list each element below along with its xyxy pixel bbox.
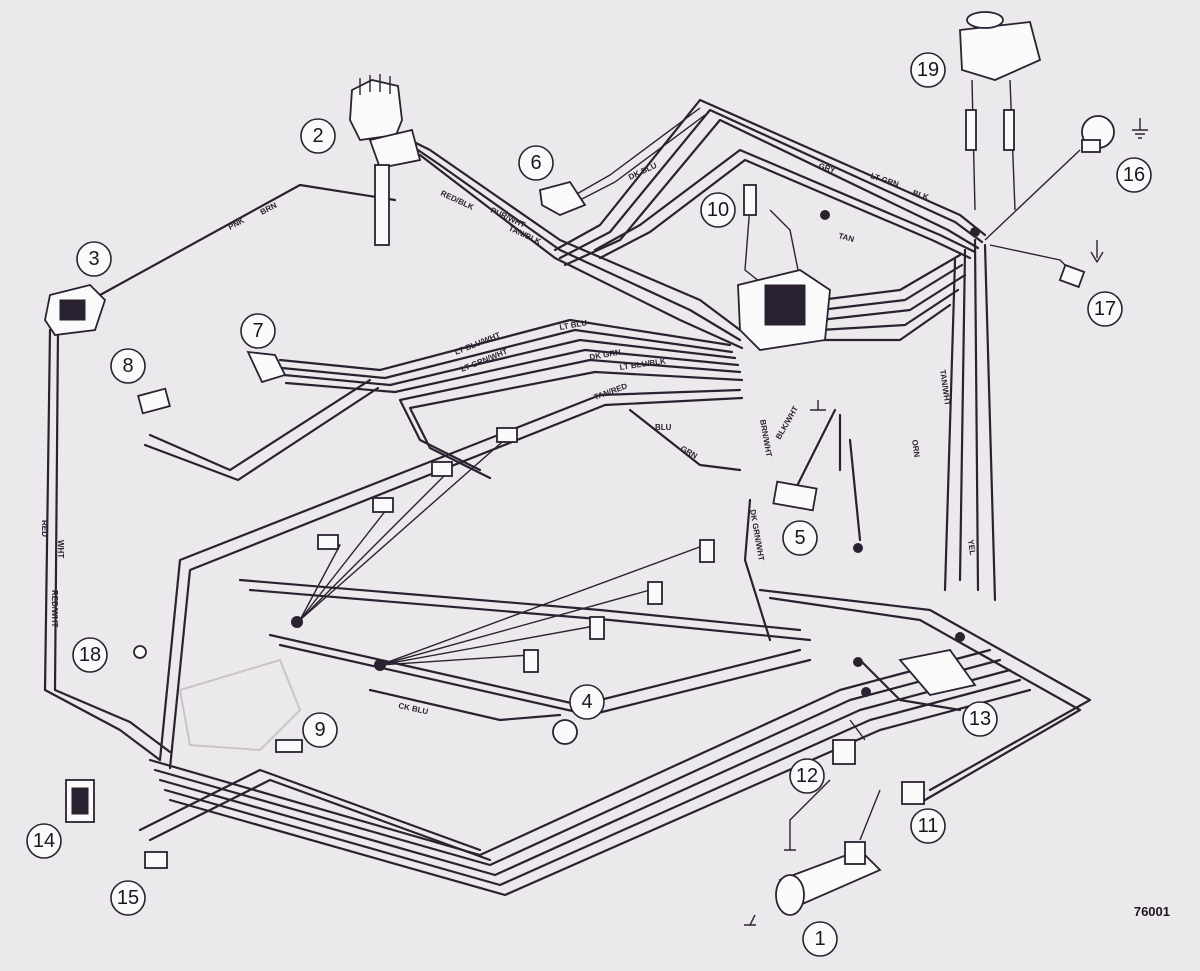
wire-label-orn: ORN bbox=[910, 439, 921, 458]
sender-10-component bbox=[743, 184, 757, 216]
callout-14: 14 bbox=[26, 823, 62, 859]
wire-label-blu: BLU bbox=[655, 423, 672, 432]
wire-label-tan-wht: TAN/WHT bbox=[938, 369, 952, 406]
callout-13: 13 bbox=[962, 701, 998, 737]
svg-text:1: 1 bbox=[814, 928, 825, 950]
sensor-4-component bbox=[552, 719, 578, 745]
svg-text:8: 8 bbox=[122, 355, 133, 377]
svg-text:13: 13 bbox=[969, 708, 991, 730]
svg-text:18: 18 bbox=[79, 644, 101, 666]
svg-text:17: 17 bbox=[1094, 298, 1116, 320]
callout-6: 6 bbox=[518, 145, 554, 181]
starter-1-component bbox=[775, 841, 882, 916]
svg-text:7: 7 bbox=[252, 320, 263, 342]
callout-17: 17 bbox=[1087, 291, 1123, 327]
wire-label-yel: YEL bbox=[966, 539, 977, 556]
wire-label-brn: BRN bbox=[259, 201, 279, 217]
svg-text:12: 12 bbox=[796, 765, 818, 787]
wire-label-grn: GRN bbox=[679, 444, 699, 461]
fuel-injectors bbox=[317, 427, 715, 673]
sensor-6-component bbox=[539, 180, 587, 216]
wire-label-dk-grn-wht: DK GRN/WHT bbox=[748, 509, 766, 562]
svg-text:2: 2 bbox=[312, 125, 323, 147]
callout-15: 15 bbox=[110, 880, 146, 916]
wire-label-red: RED bbox=[40, 520, 49, 537]
svg-text:9: 9 bbox=[314, 719, 325, 741]
wire-label-blk-wht: BLK/WHT bbox=[774, 404, 800, 441]
callout-7: 7 bbox=[240, 313, 276, 349]
wire-label-tan: TAN bbox=[837, 231, 855, 244]
svg-text:14: 14 bbox=[33, 830, 55, 852]
ground-symbols bbox=[744, 118, 1148, 926]
connector-11-component bbox=[901, 781, 925, 805]
callout-8: 8 bbox=[110, 348, 146, 384]
callout-10: 10 bbox=[700, 192, 736, 228]
distributor-component bbox=[349, 74, 422, 246]
callout-5: 5 bbox=[782, 520, 818, 556]
splice-nodes bbox=[291, 210, 980, 697]
wire-label-blk: BLK bbox=[911, 188, 930, 202]
figure-number: 76001 bbox=[1134, 904, 1170, 919]
svg-text:10: 10 bbox=[707, 199, 729, 221]
ignition-coil-component bbox=[44, 284, 107, 336]
wire-label-tan-blk: TAN/BLK bbox=[507, 224, 542, 247]
wire-harness bbox=[43, 79, 1092, 897]
sensor-7-component bbox=[246, 350, 287, 384]
callout-2: 2 bbox=[300, 118, 336, 154]
svg-text:16: 16 bbox=[1123, 164, 1145, 186]
callout-9: 9 bbox=[302, 712, 338, 748]
connector-5-component bbox=[772, 480, 818, 512]
callout-11: 11 bbox=[910, 808, 946, 844]
sensor-9-component bbox=[275, 739, 303, 753]
svg-text:4: 4 bbox=[581, 691, 592, 713]
svg-text:19: 19 bbox=[917, 59, 939, 81]
svg-text:15: 15 bbox=[117, 887, 139, 909]
svg-text:3: 3 bbox=[88, 248, 99, 270]
wire-label-lt-blu-blk: LT BLU/BLK bbox=[619, 357, 667, 372]
wire-label-red-wht: RED/WHT bbox=[50, 590, 59, 627]
junction-block-component bbox=[737, 269, 831, 351]
callout-1: 1 bbox=[802, 921, 838, 957]
svg-text:11: 11 bbox=[918, 815, 939, 837]
sensor-8-component bbox=[137, 387, 171, 415]
connector-12-component bbox=[832, 739, 856, 765]
callout-16: 16 bbox=[1116, 157, 1152, 193]
callout-4: 4 bbox=[569, 684, 605, 720]
wire-label-gry: GRY bbox=[817, 161, 837, 175]
switch-16-component bbox=[1081, 115, 1115, 153]
wire-label-wht: WHT bbox=[56, 540, 65, 558]
sensor-18-component bbox=[133, 645, 147, 659]
wire-label-pnk: PNK bbox=[227, 216, 246, 232]
callout-19: 19 bbox=[910, 52, 946, 88]
wire-label-brn-wht: BRN/WHT bbox=[758, 419, 773, 458]
svg-text:5: 5 bbox=[794, 527, 805, 549]
callout-12: 12 bbox=[789, 758, 825, 794]
wire-label-lt-grn: LT GRN bbox=[869, 171, 900, 189]
callout-3: 3 bbox=[76, 241, 112, 277]
wire-label-dk-grn: DK GRN bbox=[589, 348, 622, 362]
wire-label-tan-red: TAN/RED bbox=[593, 381, 629, 401]
callouts: 1 2 3 4 5 6 7 8 9 10 11 12 13 14 15 16 1… bbox=[26, 52, 1152, 957]
sensor-17-component bbox=[1058, 263, 1086, 289]
callout-18: 18 bbox=[72, 637, 108, 673]
reservoir-19-component bbox=[959, 11, 1042, 151]
svg-text:6: 6 bbox=[530, 152, 541, 174]
connector-13-component bbox=[898, 649, 977, 696]
engine-outline-ghost bbox=[178, 658, 302, 752]
connector-14-component bbox=[65, 779, 95, 823]
wire-label-pur-wht: PUR/WHT bbox=[489, 206, 527, 230]
sensor-15-component bbox=[144, 851, 168, 869]
